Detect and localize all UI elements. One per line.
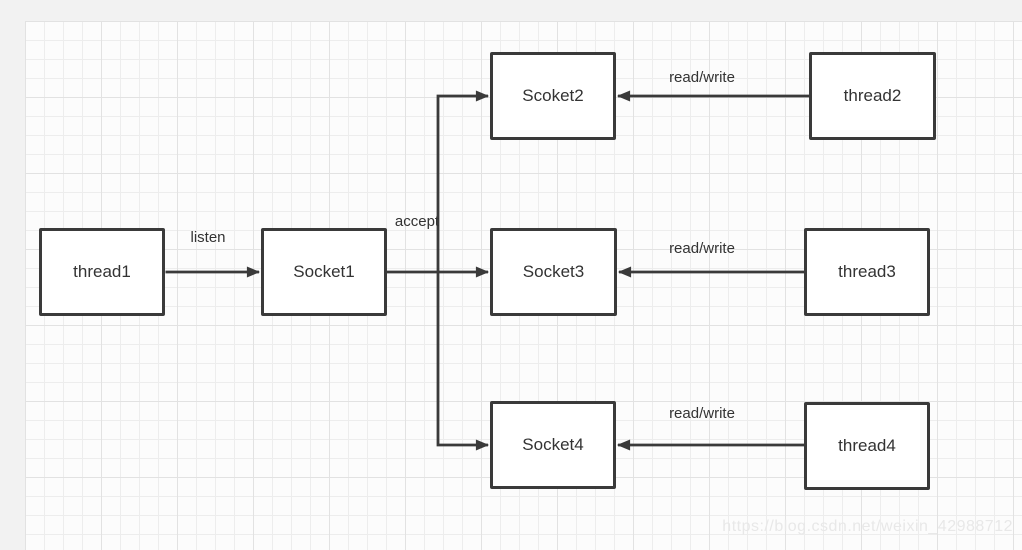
edge-label-accept: accept: [394, 213, 440, 230]
node-socket1: Socket1: [261, 228, 387, 316]
node-thread3-label: thread3: [838, 262, 896, 281]
edge-label-read-write-middle: read/write: [669, 240, 735, 257]
node-thread4-label: thread4: [838, 436, 896, 455]
edge-label-read-write-top: read/write: [669, 69, 735, 86]
node-socket1-label: Socket1: [293, 262, 355, 281]
node-thread1: thread1: [39, 228, 165, 316]
node-scoket2-label: Scoket2: [522, 86, 584, 105]
node-socket3-label: Socket3: [522, 262, 585, 281]
node-thread3: thread3: [804, 228, 930, 316]
node-thread2: thread2: [809, 52, 936, 140]
node-scoket2: Scoket2: [490, 52, 616, 140]
edge-label-listen: listen: [190, 229, 226, 246]
edge-label-read-write-bottom: read/write: [669, 405, 735, 422]
watermark: https://blog.csdn.net/weixin_42988712: [722, 518, 1013, 535]
node-socket3: Socket3: [490, 228, 617, 316]
node-thread2-label: thread2: [843, 86, 902, 105]
node-thread1-label: thread1: [73, 262, 131, 281]
node-socket4: Socket4: [490, 401, 616, 489]
node-thread4: thread4: [804, 402, 930, 490]
node-socket4-label: Socket4: [522, 435, 584, 454]
